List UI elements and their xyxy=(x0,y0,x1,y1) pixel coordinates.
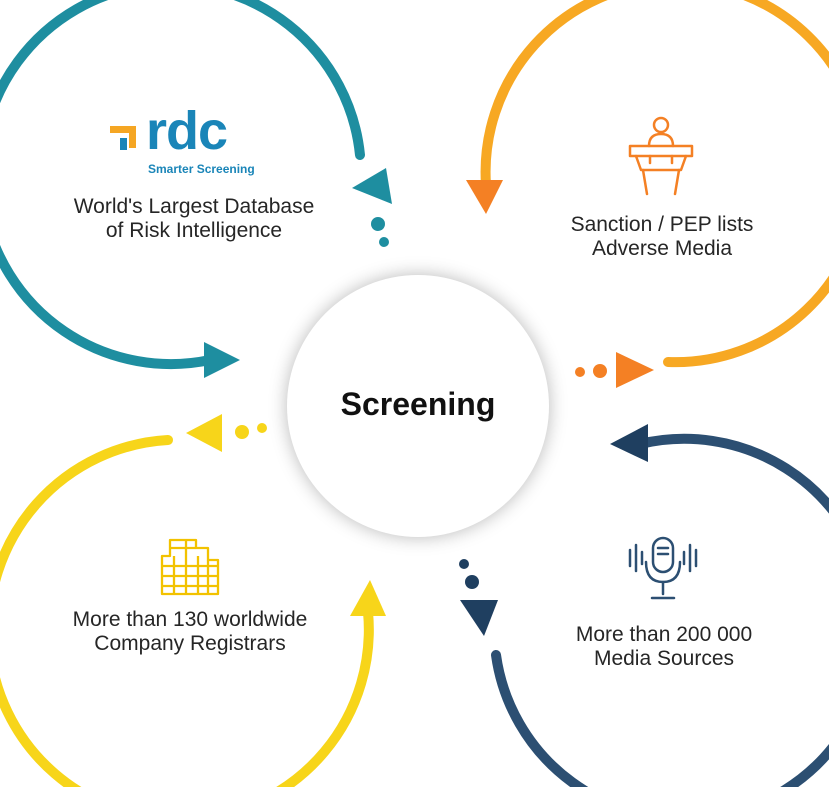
registrars-cycle xyxy=(0,414,386,787)
risk-db-cycle xyxy=(0,0,392,378)
registrars-arrow-up xyxy=(350,580,386,616)
media-arrow-up xyxy=(460,600,498,636)
rdc-logo: rdc Smarter Screening xyxy=(108,101,278,180)
microphone-icon xyxy=(628,536,698,600)
media-dot xyxy=(465,575,479,589)
risk-db-label: World's Largest Database of Risk Intelli… xyxy=(44,195,344,243)
sanctions-dot xyxy=(593,364,607,378)
risk-db-arc xyxy=(0,0,365,369)
center-circle: Screening xyxy=(287,275,549,537)
center-title: Screening xyxy=(340,385,496,422)
media-label: More than 200 000 Media Sources xyxy=(532,623,796,671)
registrars-arrow-left xyxy=(186,414,222,452)
risk-db-label-line: World's Largest Database xyxy=(73,195,315,218)
sanctions-arrow-down xyxy=(466,180,503,214)
rdc-logo-wordmark: rdc xyxy=(146,101,228,161)
media-label-line: Media Sources xyxy=(593,647,735,670)
sanctions-arc xyxy=(480,0,829,368)
risk-db-dot xyxy=(379,237,389,247)
media-dot xyxy=(459,559,469,569)
registrars-label-line: Company Registrars xyxy=(94,632,286,655)
registrars-dot xyxy=(257,423,267,433)
registrars-label-line: More than 130 worldwide xyxy=(72,608,308,631)
media-cycle xyxy=(459,424,829,787)
registrars-dot xyxy=(235,425,249,439)
rdc-logo-tagline: Smarter Screening xyxy=(148,162,255,176)
risk-db-arrow-down xyxy=(352,168,392,204)
building-icon xyxy=(160,538,220,596)
risk-db-arrow-right xyxy=(204,342,240,378)
risk-db-label-line: of Risk Intelligence xyxy=(105,219,283,242)
speaker-podium-icon xyxy=(628,116,694,196)
sanctions-label: Sanction / PEP lists Adverse Media xyxy=(530,213,794,261)
sanctions-cycle xyxy=(466,0,829,388)
media-arrow-left xyxy=(610,424,648,462)
registrars-label: More than 130 worldwide Company Registra… xyxy=(40,608,340,656)
registrars-arc xyxy=(0,435,374,787)
sanctions-label-line: Sanction / PEP lists xyxy=(570,213,754,236)
rdc-logo-mark xyxy=(110,126,136,150)
media-label-line: More than 200 000 xyxy=(575,623,753,646)
sanctions-label-line: Adverse Media xyxy=(591,237,733,260)
media-arc xyxy=(491,433,829,787)
risk-db-dot xyxy=(371,217,385,231)
sanctions-dot xyxy=(575,367,585,377)
sanctions-arrow-right xyxy=(616,352,654,388)
